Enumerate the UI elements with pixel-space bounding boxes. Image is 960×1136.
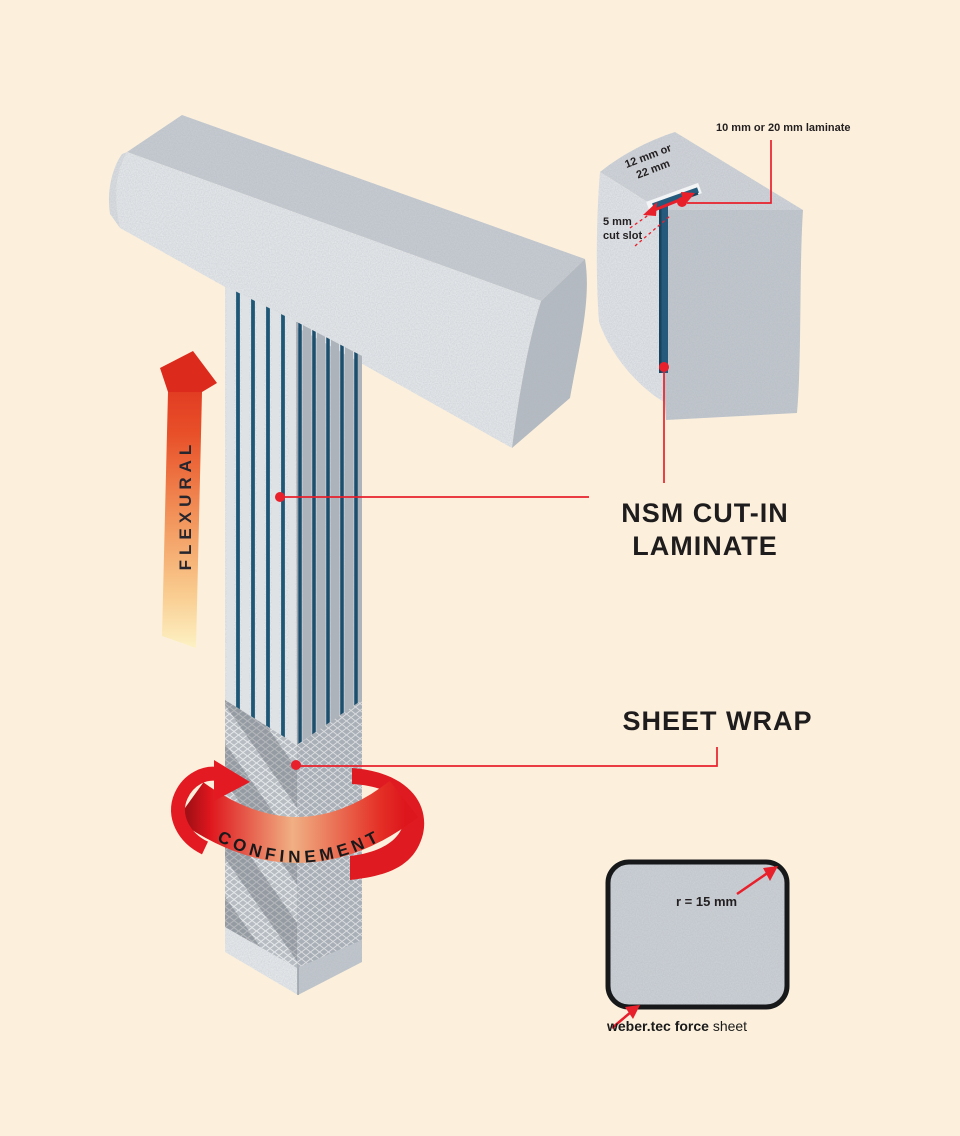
confinement-ribbon: CONFINEMENT bbox=[171, 760, 425, 880]
inset-left-face bbox=[596, 172, 664, 402]
dot-nsm bbox=[275, 492, 285, 502]
beam-top-face bbox=[127, 115, 585, 301]
ribbon-front-band bbox=[176, 780, 419, 863]
laminate-size-label: 10 mm or 20 mm laminate bbox=[716, 122, 851, 134]
nsm-label-line1: NSM CUT-IN bbox=[621, 498, 789, 528]
dot-laminate-bottom bbox=[659, 362, 669, 372]
beam-end-face bbox=[512, 259, 587, 448]
corner-detail-section bbox=[608, 862, 787, 1007]
product-suffix: sheet bbox=[712, 1018, 748, 1034]
cut-slot-line2: cut slot bbox=[603, 229, 643, 242]
corner-detail bbox=[605, 859, 790, 1029]
width-dimension-arrow bbox=[643, 192, 695, 216]
beam-front-face bbox=[116, 152, 541, 448]
ribbon-right-loop bbox=[350, 768, 425, 880]
slot-dashed-line-2 bbox=[634, 215, 671, 247]
flexural-arrow bbox=[160, 351, 217, 648]
cut-slot-label: 5 mm cut slot bbox=[603, 216, 642, 244]
connector-laminate-label bbox=[687, 140, 772, 204]
product-name: weber.tec force bbox=[607, 1018, 709, 1034]
radius-arrow-line bbox=[736, 870, 770, 896]
sheet-arrowhead-icon bbox=[625, 1005, 640, 1019]
product-label: weber.tec force sheet bbox=[607, 1018, 747, 1034]
radius-arrowhead-icon bbox=[763, 866, 778, 881]
corner-detail-outline bbox=[605, 859, 790, 1010]
inset-top-face bbox=[600, 132, 803, 210]
nsm-label-line2: LAMINATE bbox=[632, 530, 778, 561]
sheet-wrap-label: SHEET WRAP bbox=[622, 706, 813, 736]
ribbon-curl bbox=[171, 766, 224, 855]
nsm-laminate-strips bbox=[227, 286, 362, 996]
dot-sheet-wrap bbox=[291, 760, 301, 770]
nsm-cut-in-laminate-label: NSM CUT-IN LAMINATE bbox=[590, 497, 820, 563]
beam-left-end bbox=[108, 152, 127, 228]
inset-right-face bbox=[660, 210, 803, 420]
sheet-arrow-line bbox=[611, 1011, 632, 1029]
cut-slot-line1: 5 mm bbox=[603, 216, 632, 228]
flexural-label: FLEXURAL bbox=[176, 439, 195, 571]
radius-label: r = 15 mm bbox=[676, 894, 738, 909]
connector-sheet-wrap bbox=[298, 747, 718, 767]
ribbon-arrowhead-icon bbox=[214, 760, 250, 801]
